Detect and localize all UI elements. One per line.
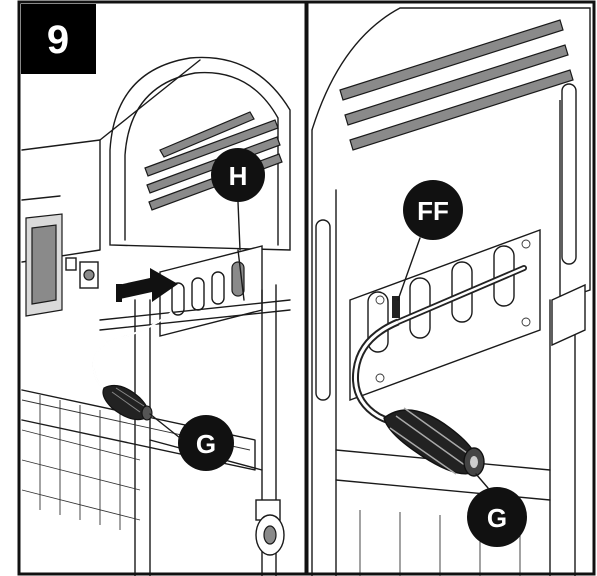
step-number: 9	[47, 18, 69, 62]
frame-rail-upper	[99, 299, 291, 321]
side-knob	[83, 269, 95, 281]
screw-3	[521, 239, 531, 249]
lid-top-edge	[99, 59, 201, 141]
leader-h	[237, 201, 241, 251]
direction-arrow	[118, 268, 178, 302]
leader-ff	[397, 237, 421, 301]
ignition-wire	[237, 249, 245, 301]
step-badge: 9	[21, 4, 96, 74]
screw-2	[375, 373, 385, 383]
right-panel: FF G	[309, 2, 593, 576]
zoom-lid-vents	[339, 19, 574, 151]
ignition-cable-highlight	[92, 311, 173, 393]
callout-ff: FF	[403, 180, 463, 240]
zoom-leg-bracket	[551, 283, 586, 347]
arrow-tail	[116, 284, 122, 302]
callout-ff-label: FF	[417, 196, 449, 226]
callout-g-left: G	[178, 415, 234, 471]
callout-g-right: G	[467, 487, 527, 547]
screw-1	[375, 295, 385, 305]
leader-g-right	[475, 473, 489, 489]
frame-rail-upper-2	[99, 309, 291, 331]
ignition-rod-highlight	[396, 266, 526, 324]
lid-side-slot	[561, 83, 577, 265]
callout-h: H	[211, 148, 265, 202]
screw-4	[521, 317, 531, 327]
callout-g-left-label: G	[196, 429, 216, 459]
left-panel: H G	[19, 2, 305, 576]
zoom-bracket-slots	[367, 245, 515, 353]
ignition-knob	[102, 385, 153, 421]
caster-wheel	[255, 499, 285, 556]
electrode-tab	[392, 296, 400, 318]
grill-lid-inner	[124, 71, 279, 246]
zoom-bracket-plate	[349, 228, 541, 402]
leader-g-left	[149, 413, 181, 439]
body-side-slot	[315, 219, 331, 401]
right-panel-frame	[305, 0, 596, 576]
zoom-ignition-knob	[383, 407, 485, 477]
grill-side-line	[21, 195, 61, 201]
bracket-slots	[171, 261, 245, 316]
callout-h-label: H	[229, 161, 248, 191]
callout-g-right-label: G	[487, 503, 507, 533]
side-door-window	[31, 224, 57, 305]
zoom-shelf-grid	[359, 510, 521, 576]
side-hinge	[65, 257, 77, 271]
